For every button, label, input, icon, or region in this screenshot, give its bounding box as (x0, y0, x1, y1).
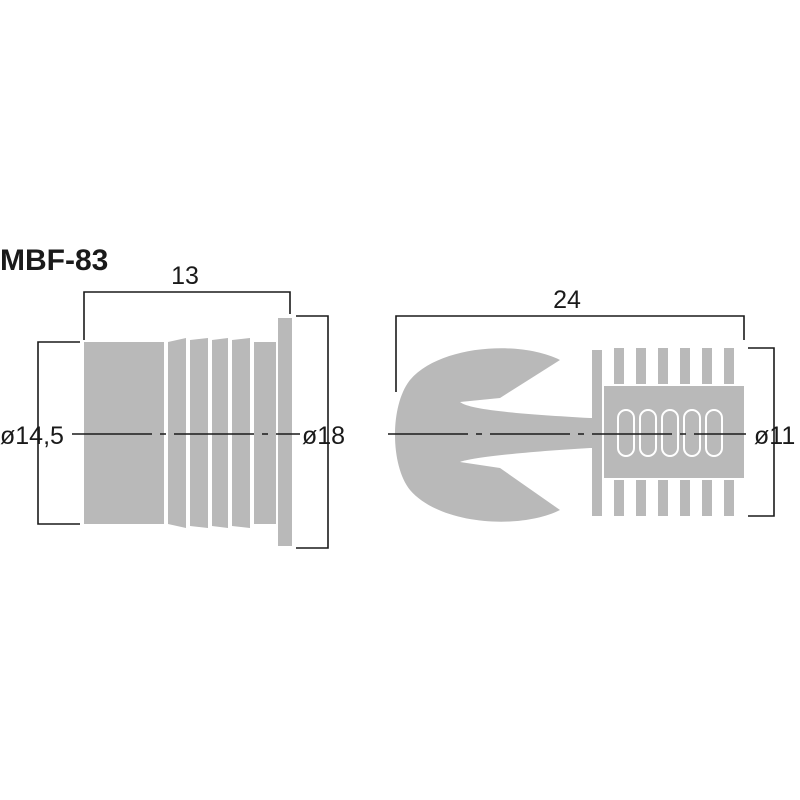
rib (190, 338, 208, 528)
slot (705, 409, 723, 457)
fin (724, 348, 734, 384)
length-label-left: 13 (171, 262, 199, 290)
diameter-label-right: ø11 (754, 422, 795, 450)
flange (278, 318, 292, 546)
diameter-dimension-right (748, 347, 775, 517)
fin (702, 348, 712, 384)
slot (661, 409, 679, 457)
fin (614, 480, 624, 516)
length-label-right: 24 (553, 286, 581, 314)
body-cylinder (84, 342, 164, 524)
rib (168, 338, 186, 528)
body-diameter-dimension (37, 341, 80, 525)
fin (680, 480, 690, 516)
fin (658, 348, 668, 384)
slot (639, 409, 657, 457)
fin (658, 480, 668, 516)
fin (702, 480, 712, 516)
fin (636, 480, 646, 516)
flange-diameter-dimension (296, 315, 329, 549)
right-flange (592, 350, 602, 516)
neck (254, 342, 276, 524)
slot (617, 409, 635, 457)
fin (614, 348, 624, 384)
rib (232, 338, 250, 528)
rib (212, 338, 228, 528)
length-dimension-right (395, 315, 745, 392)
body-diameter-label: ø14,5 (0, 422, 64, 450)
right-view: 24 ø11 (388, 286, 795, 522)
length-dimension-left (83, 291, 291, 340)
fin (724, 480, 734, 516)
flange-diameter-label: ø18 (302, 422, 345, 450)
expansion-head (395, 348, 598, 522)
fin (636, 348, 646, 384)
slot (683, 409, 701, 457)
left-view: 13 ø14,5 ø18 (0, 262, 345, 549)
fin (680, 348, 690, 384)
model-title: MBF-83 (0, 244, 108, 277)
